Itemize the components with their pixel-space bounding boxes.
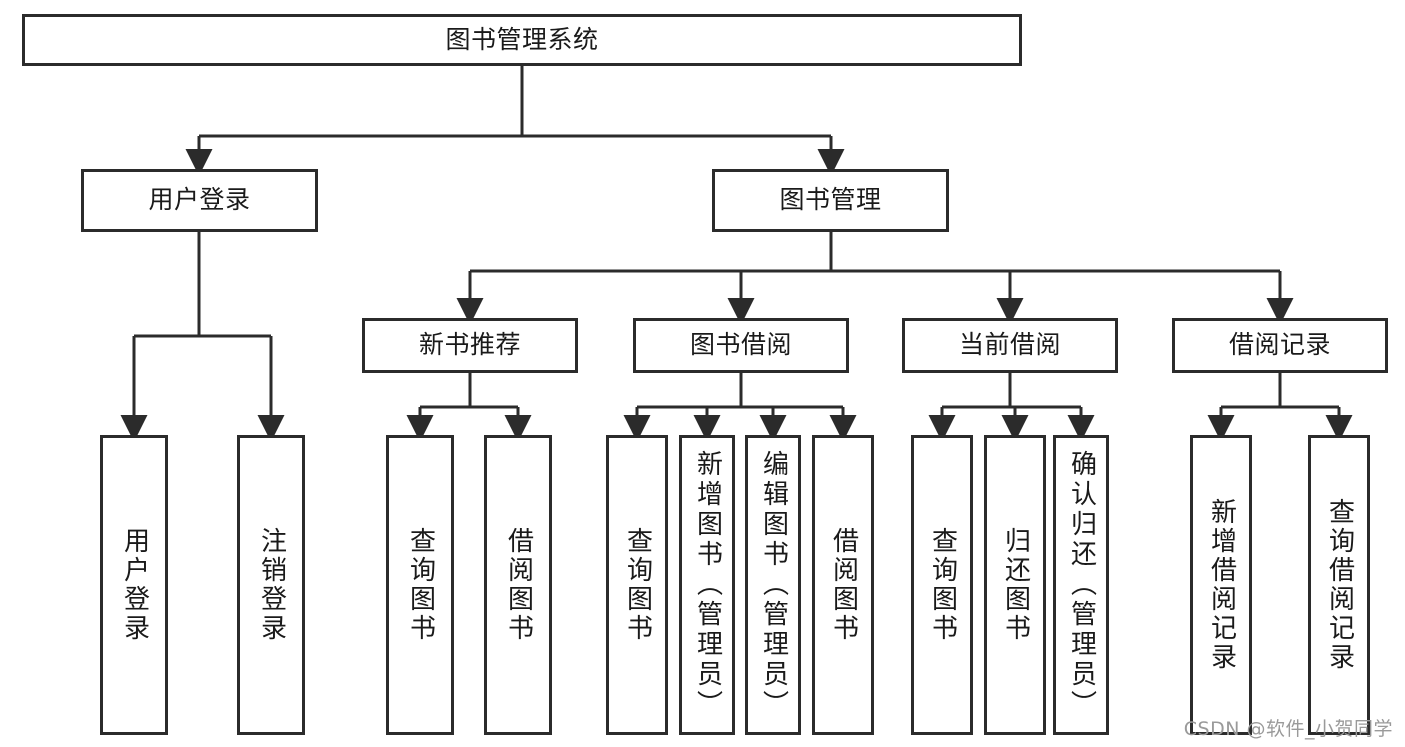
leaf-add-borrow-record[interactable]: 新增借阅记录: [1190, 435, 1252, 735]
node-borrow-record-label: 借阅记录: [1228, 330, 1331, 360]
node-new-book-recommend[interactable]: 新书推荐: [362, 318, 578, 373]
leaf-edit-book[interactable]: 编辑图书（管理员）: [745, 435, 801, 735]
leaf-add-borrow-record-label: 新增借阅记录: [1206, 498, 1237, 672]
leaf-user-login-label: 用户登录: [119, 527, 150, 643]
node-book-borrow-label: 图书借阅: [689, 330, 792, 360]
node-current-borrow[interactable]: 当前借阅: [902, 318, 1118, 373]
leaf-add-book-label: 新增图书（管理员）: [692, 450, 723, 720]
leaf-logout-label: 注销登录: [256, 527, 287, 643]
node-book-manage[interactable]: 图书管理: [712, 169, 949, 232]
leaf-return-book-label: 归还图书: [1000, 527, 1031, 643]
leaf-logout[interactable]: 注销登录: [237, 435, 305, 735]
leaf-query-book-2-label: 查询图书: [622, 527, 653, 643]
leaf-query-book-2[interactable]: 查询图书: [606, 435, 668, 735]
leaf-add-book[interactable]: 新增图书（管理员）: [679, 435, 735, 735]
leaf-borrow-book-1[interactable]: 借阅图书: [484, 435, 552, 735]
node-borrow-record[interactable]: 借阅记录: [1172, 318, 1388, 373]
node-current-borrow-label: 当前借阅: [958, 330, 1061, 360]
node-root-label: 图书管理系统: [445, 24, 599, 54]
leaf-query-borrow-record-label: 查询借阅记录: [1324, 498, 1355, 672]
node-root[interactable]: 图书管理系统: [22, 14, 1022, 66]
leaf-query-book-3[interactable]: 查询图书: [911, 435, 973, 735]
watermark-text: CSDN @软件_小贺同学: [1183, 718, 1393, 740]
leaf-borrow-book-2-label: 借阅图书: [828, 527, 859, 643]
leaf-query-book-1-label: 查询图书: [405, 527, 436, 643]
leaf-query-book-3-label: 查询图书: [927, 527, 958, 643]
leaf-confirm-return[interactable]: 确认归还（管理员）: [1053, 435, 1109, 735]
node-book-borrow[interactable]: 图书借阅: [633, 318, 849, 373]
leaf-query-borrow-record[interactable]: 查询借阅记录: [1308, 435, 1370, 735]
node-book-manage-label: 图书管理: [779, 185, 882, 215]
leaf-user-login[interactable]: 用户登录: [100, 435, 168, 735]
node-user-login[interactable]: 用户登录: [81, 169, 318, 232]
leaf-edit-book-label: 编辑图书（管理员）: [758, 450, 789, 720]
node-new-book-recommend-label: 新书推荐: [418, 330, 521, 360]
leaf-borrow-book-2[interactable]: 借阅图书: [812, 435, 874, 735]
leaf-borrow-book-1-label: 借阅图书: [503, 527, 534, 643]
leaf-query-book-1[interactable]: 查询图书: [386, 435, 454, 735]
leaf-return-book[interactable]: 归还图书: [984, 435, 1046, 735]
leaf-confirm-return-label: 确认归还（管理员）: [1066, 450, 1097, 720]
node-user-login-label: 用户登录: [148, 185, 251, 215]
